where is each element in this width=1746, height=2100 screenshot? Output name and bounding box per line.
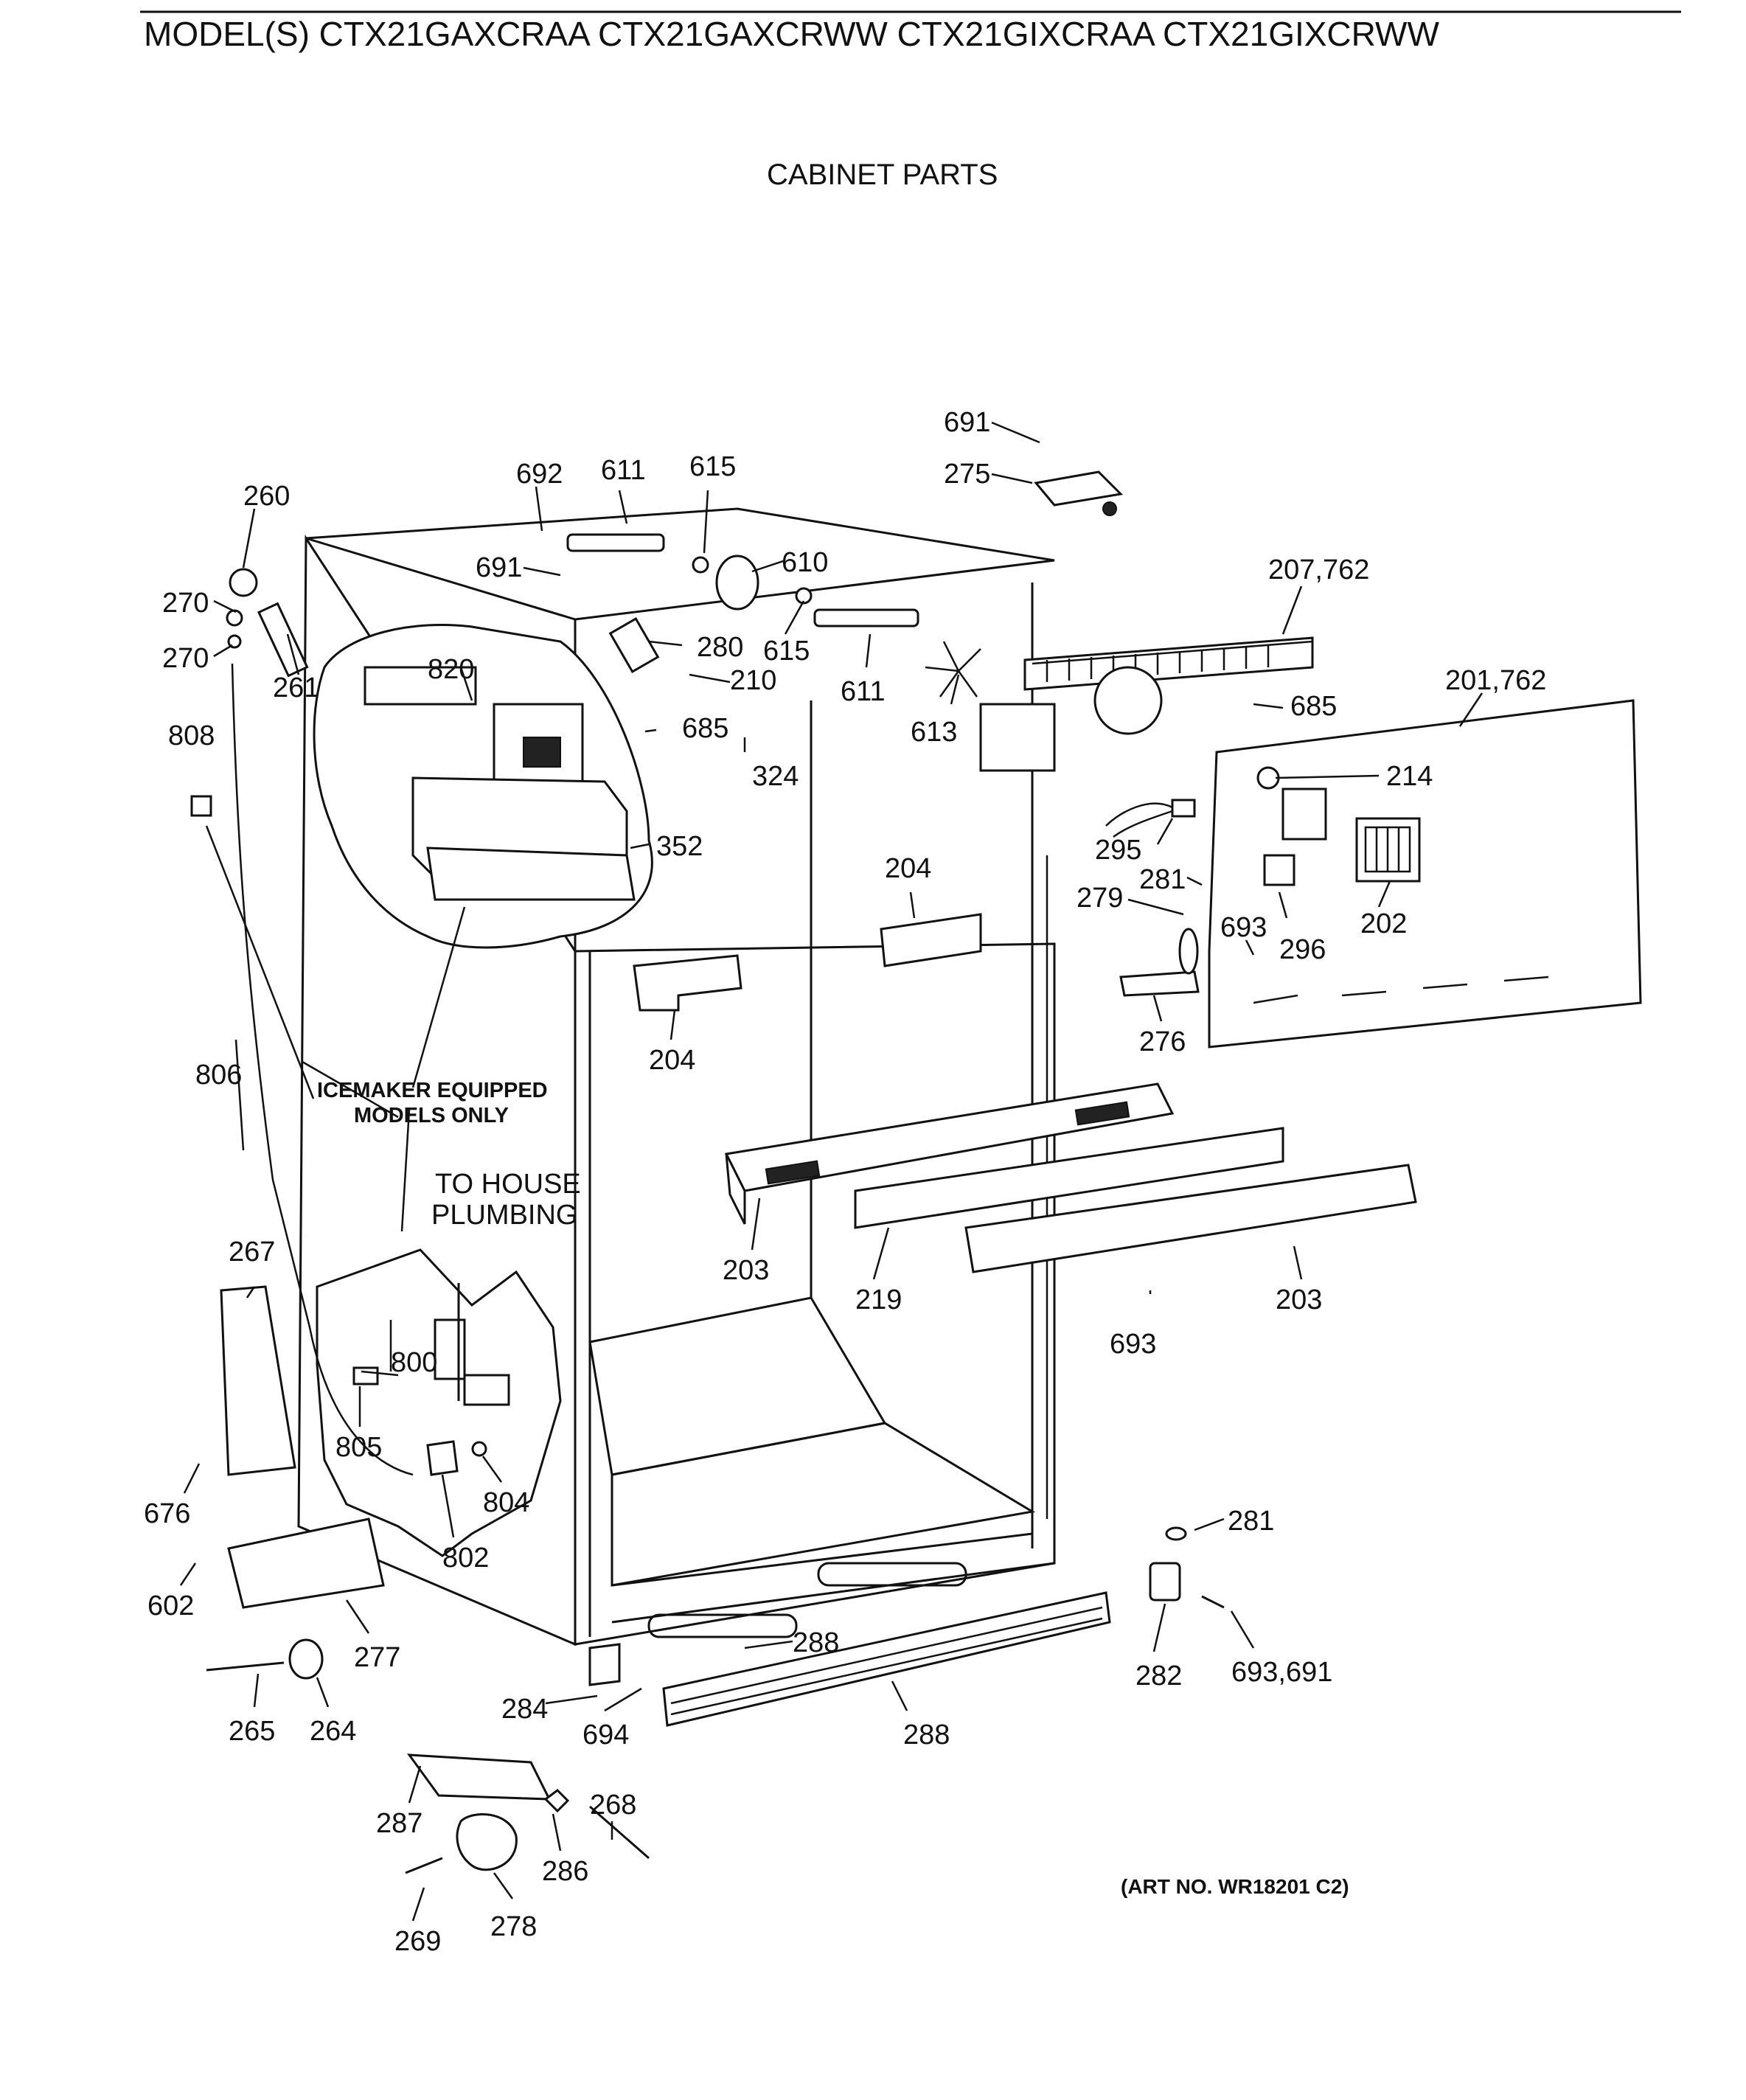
base-parts (206, 1285, 1225, 1874)
plumbing-note-line2: PLUMBING (431, 1200, 577, 1231)
callout-808: 808 (168, 720, 215, 751)
callout-277: 277 (354, 1642, 400, 1673)
callout-288: 288 (793, 1627, 839, 1658)
part-callouts: 691 275 692 611 615 260 691 610 207,762 … (144, 407, 1546, 1957)
callout-692: 692 (516, 459, 563, 490)
callout-214: 214 (1386, 761, 1433, 792)
callout-286: 286 (542, 1856, 588, 1887)
callout-611: 611 (601, 455, 646, 486)
callout-676: 676 (144, 1498, 190, 1529)
callout-610: 610 (782, 547, 828, 578)
callout-210: 210 (730, 665, 776, 696)
top-components (226, 470, 1314, 772)
callout-615: 615 (763, 636, 810, 667)
callout-693-691: 693,691 (1231, 1657, 1332, 1688)
callout-613: 613 (911, 717, 957, 748)
callout-296: 296 (1279, 934, 1326, 965)
callout-278: 278 (490, 1911, 537, 1942)
models-header: MODEL(S) CTX21GAXCRAA CTX21GAXCRWW CTX21… (144, 15, 1439, 53)
callout-804: 804 (483, 1487, 529, 1518)
callout-203: 203 (723, 1255, 769, 1286)
callout-805: 805 (335, 1432, 382, 1463)
callout-288: 288 (903, 1720, 950, 1750)
callout-261: 261 (273, 672, 319, 703)
callout-295: 295 (1095, 835, 1141, 866)
callout-685: 685 (1290, 691, 1337, 722)
callout-219: 219 (855, 1284, 902, 1315)
callout-270: 270 (162, 588, 209, 619)
callout-201-762: 201,762 (1445, 665, 1546, 696)
rails (724, 1082, 1417, 1273)
callout-204: 204 (649, 1045, 695, 1076)
bracket-204-right (880, 913, 982, 967)
bracket-204-left (633, 954, 742, 1012)
callout-281: 281 (1139, 864, 1186, 895)
callout-691: 691 (944, 407, 990, 438)
callout-820: 820 (428, 654, 474, 685)
leader-lines (179, 421, 1484, 1922)
callout-806: 806 (195, 1060, 242, 1091)
callout-269: 269 (394, 1926, 441, 1957)
callout-279: 279 (1077, 883, 1123, 914)
callout-265: 265 (229, 1716, 275, 1747)
callout-800: 800 (391, 1347, 437, 1378)
callout-203: 203 (1276, 1284, 1322, 1315)
callout-280: 280 (697, 632, 743, 663)
callout-202: 202 (1360, 908, 1407, 939)
callout-693: 693 (1220, 912, 1267, 943)
callout-352: 352 (656, 831, 703, 862)
callout-275: 275 (944, 459, 990, 490)
callout-264: 264 (310, 1716, 356, 1747)
icemaker-note-line1: ICEMAKER EQUIPPED (317, 1079, 548, 1102)
callout-611: 611 (841, 676, 886, 707)
control-panel (1105, 699, 1642, 1049)
callout-267: 267 (229, 1237, 275, 1268)
callout-694: 694 (582, 1720, 629, 1750)
callout-693: 693 (1110, 1329, 1156, 1360)
callout-276: 276 (1139, 1026, 1186, 1057)
callout-287: 287 (376, 1808, 422, 1839)
callout-281: 281 (1228, 1506, 1274, 1537)
callout-685: 685 (682, 713, 728, 744)
icemaker-note-line2: MODELS ONLY (354, 1104, 509, 1127)
icemaker-assembly (364, 666, 636, 901)
callout-691: 691 (476, 552, 522, 583)
callout-802: 802 (442, 1543, 489, 1574)
callout-204: 204 (885, 853, 931, 884)
callout-207-762: 207,762 (1268, 554, 1369, 585)
callout-602: 602 (147, 1590, 194, 1621)
callout-615: 615 (689, 451, 736, 482)
callout-270: 270 (162, 643, 209, 674)
diagram-title: CABINET PARTS (767, 159, 998, 191)
art-number: (ART NO. WR18201 C2) (1121, 1875, 1349, 1898)
callout-282: 282 (1135, 1661, 1182, 1692)
callout-268: 268 (590, 1790, 636, 1821)
callout-284: 284 (501, 1694, 548, 1725)
callout-324: 324 (752, 761, 799, 792)
plumbing-note-line1: TO HOUSE (435, 1169, 581, 1200)
callout-260: 260 (243, 481, 290, 512)
